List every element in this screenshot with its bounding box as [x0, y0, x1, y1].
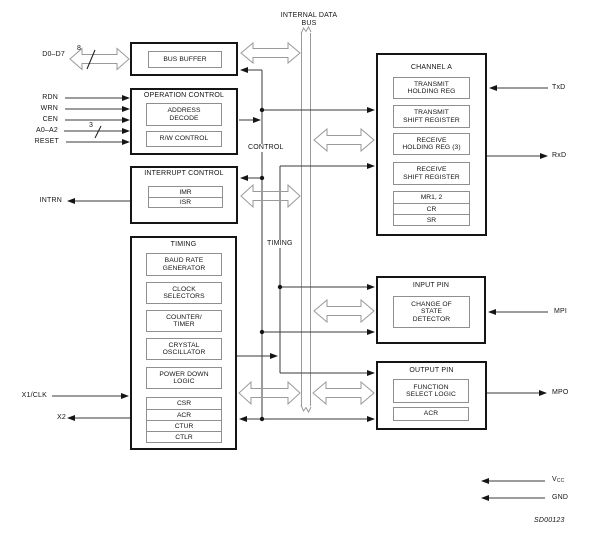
pin-label-rxd: RxD [552, 152, 567, 159]
output-pin-title: OUTPUT PIN [409, 367, 454, 374]
pin-label-d0-d7: D0–D7 [42, 51, 65, 58]
timing-route-label: TIMING [265, 240, 295, 248]
signal-routes [52, 69, 548, 499]
bus-width-slashes [86, 49, 102, 139]
input-pin-block: INPUT PIN CHANGE OF STATE DETECTOR [376, 276, 486, 344]
isr-register-row: ISR [149, 197, 222, 207]
channel-a-title: CHANNEL A [410, 64, 453, 71]
arrowheads [67, 67, 548, 501]
transmit-shift-register-box: TRANSMIT SHIFT REGISTER [393, 105, 470, 128]
timing-title: TIMING [170, 241, 197, 248]
pin-label-x2: X2 [57, 414, 66, 421]
channel-a-block: CHANNEL A TRANSMIT HOLDING REG TRANSMIT … [376, 53, 487, 236]
pin-label-intrn: INTRN [39, 197, 62, 204]
pin-label-mpo: MPO [552, 389, 569, 396]
internal-data-bus-label-line1: INTERNAL DATA [280, 12, 338, 19]
imr-register-row: IMR [179, 188, 192, 196]
change-of-state-detector-box: CHANGE OF STATE DETECTOR [393, 296, 470, 328]
pin-label-reset: RESET [34, 138, 59, 145]
data-bus-arrow-d0d7 [69, 47, 130, 71]
interrupt-control-block: INTERRUPT CONTROL IMR ISR [130, 166, 238, 224]
pin-label-wrn: WRN [40, 105, 58, 112]
internal-data-bus-label-line2: BUS [301, 19, 317, 27]
mr12-register-row: MR1, 2 [420, 194, 443, 201]
baud-rate-generator-box: BAUD RATE GENERATOR [146, 253, 222, 276]
ctlr-register-row: CTLR [147, 431, 221, 442]
pin-label-vcc: VCC [552, 476, 565, 485]
bus-channelA-arrow [313, 127, 375, 153]
pin-label-x1-clk: X1/CLK [21, 392, 47, 399]
bus-buffer-label-box: BUS BUFFER [148, 51, 222, 68]
pin-label-vcc-main: V [552, 476, 557, 483]
pin-label-cen: CEN [42, 116, 58, 123]
cr-register-row: CR [394, 203, 469, 214]
bus-block-arrows [69, 41, 375, 406]
pin-label-gnd: GND [552, 494, 569, 501]
junction-dots [259, 107, 283, 422]
rw-control-box: R/W CONTROL [146, 131, 222, 147]
csr-register-row: CSR [176, 400, 192, 407]
pin-label-a0-a2: A0–A2 [35, 127, 58, 134]
internal-data-bus-rails [300, 25, 312, 414]
acr-register-row: ACR [147, 409, 221, 420]
interrupt-control-title: INTERRUPT CONTROL [144, 170, 224, 177]
bus-buffer-block: BUS BUFFER [130, 42, 238, 76]
output-pin-block: OUTPUT PIN FUNCTION SELECT LOGIC ACR [376, 361, 487, 430]
channel-a-register-stack: MR1, 2 CR SR [393, 191, 470, 226]
output-acr-box: ACR [393, 407, 469, 421]
receive-holding-reg-box: RECEIVE HOLDING REG (3) [393, 133, 470, 155]
pin-label-vcc-sub: CC [556, 478, 565, 484]
clock-selectors-box: CLOCK SELECTORS [146, 282, 222, 304]
address-bus-width-label: 3 [89, 122, 93, 129]
sr-register-row: SR [394, 214, 469, 225]
operation-control-block: OPERATION CONTROL ADDRESS DECODE R/W CON… [130, 88, 238, 155]
pin-label-rdn: RDN [42, 94, 58, 101]
function-select-logic-box: FUNCTION SELECT LOGIC [393, 379, 469, 403]
control-route-label: CONTROL [246, 144, 286, 152]
timing-bus-arrow [238, 380, 301, 406]
transmit-holding-reg-box: TRANSMIT HOLDING REG [393, 77, 470, 99]
power-down-logic-box: POWER DOWN LOGIC [146, 367, 222, 389]
receive-shift-register-box: RECEIVE SHIFT REGISTER [393, 162, 470, 185]
figure-id: SD00123 [534, 517, 565, 524]
interrupt-bus-arrow [240, 183, 301, 209]
data-bus-width-label: 8 [77, 45, 81, 52]
pin-label-mpi: MPI [554, 308, 568, 315]
timing-block: TIMING BAUD RATE GENERATOR CLOCK SELECTO… [130, 236, 237, 450]
operation-control-title: OPERATION CONTROL [143, 92, 225, 99]
bus-outputpin-arrow [312, 380, 375, 406]
timing-register-stack: CSR ACR CTUR CTLR [146, 397, 222, 443]
ctur-register-row: CTUR [147, 420, 221, 431]
input-pin-title: INPUT PIN [412, 282, 450, 289]
bus-inputpin-arrow [313, 298, 375, 324]
counter-timer-box: COUNTER/ TIMER [146, 310, 222, 332]
internal-data-bus-label: INTERNAL DATA BUS [267, 12, 351, 27]
address-decode-box: ADDRESS DECODE [146, 103, 222, 126]
busbuffer-bus-arrow [240, 41, 301, 65]
pin-label-txd: TxD [552, 84, 566, 91]
interrupt-register-stack: IMR ISR [148, 186, 223, 208]
crystal-oscillator-box: CRYSTAL OSCILLATOR [146, 338, 222, 360]
